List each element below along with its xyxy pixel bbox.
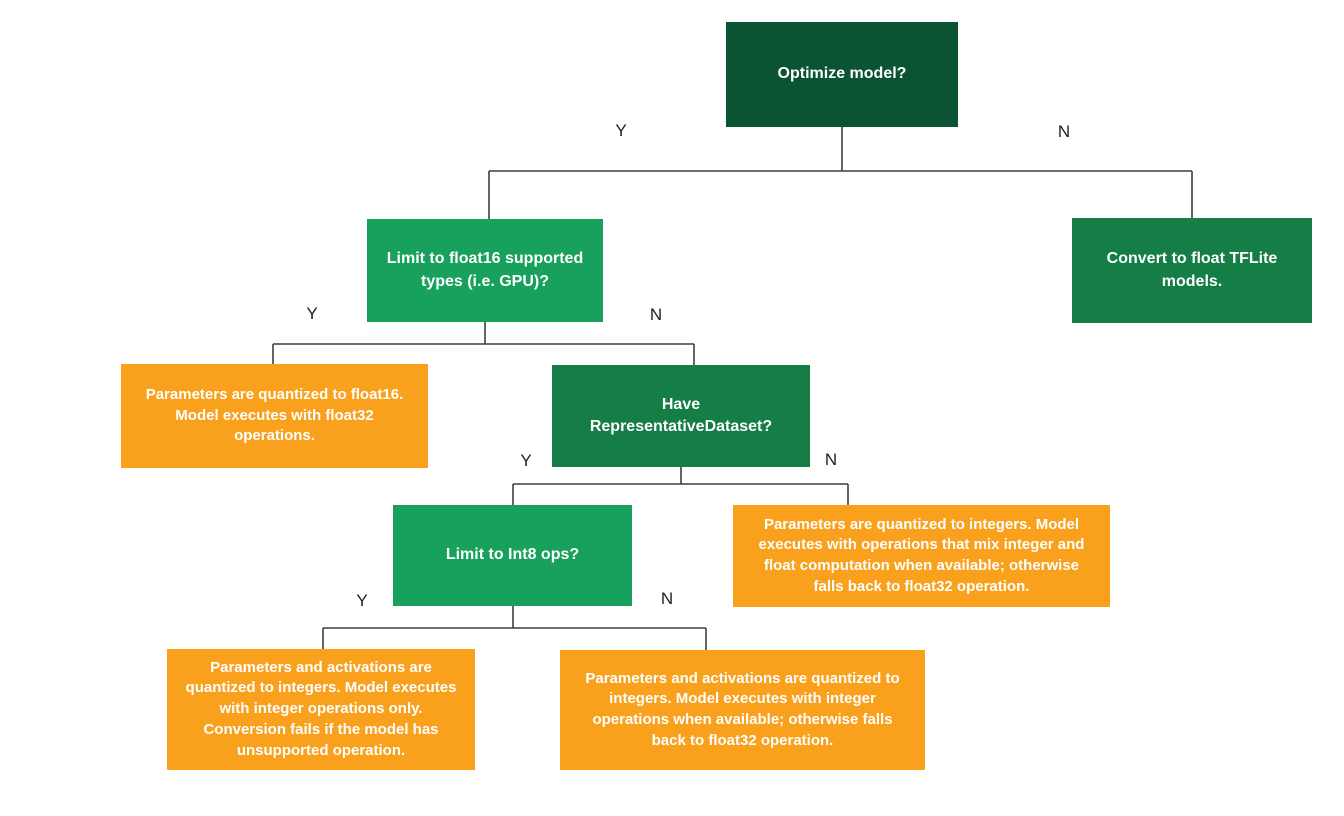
- node-have-representative-dataset: Have RepresentativeDataset?: [552, 365, 810, 467]
- edges-level-3: [512, 467, 849, 505]
- edges-level-4: [322, 606, 707, 650]
- node-label: Optimize model?: [777, 65, 907, 83]
- node-label: Limit to float16 supported types (i.e. G…: [386, 250, 584, 290]
- node-label: Parameters are quantized to float16. Mod…: [145, 385, 404, 445]
- node-label: Parameters and activations are quantized…: [585, 669, 900, 749]
- edges-level-2: [272, 322, 695, 365]
- edge-label-dataset-no: N: [824, 450, 838, 469]
- node-params-int-mixed: Parameters are quantized to integers. Mo…: [733, 505, 1110, 607]
- node-label: Have RepresentativeDataset?: [589, 395, 773, 435]
- node-convert-float-tflite: Convert to float TFLite models.: [1072, 218, 1312, 323]
- edge-label-optimize-no: N: [1057, 122, 1071, 141]
- node-params-int-fallback: Parameters and activations are quantized…: [560, 650, 925, 770]
- edges-level-1: [488, 127, 1193, 219]
- edge-label-int8-yes: Y: [356, 591, 368, 610]
- edge-label-int8-no: N: [660, 589, 674, 608]
- edge-label-optimize-yes: Y: [615, 121, 627, 140]
- node-limit-int8-ops: Limit to Int8 ops?: [393, 505, 632, 606]
- edge-label-float16-yes: Y: [306, 304, 318, 323]
- node-label: Limit to Int8 ops?: [445, 546, 580, 564]
- node-label: Convert to float TFLite models.: [1106, 250, 1278, 290]
- node-label: Parameters are quantized to integers. Mo…: [758, 515, 1085, 595]
- node-params-float16: Parameters are quantized to float16. Mod…: [121, 364, 428, 468]
- edge-label-dataset-yes: Y: [520, 451, 532, 470]
- node-optimize-model: Optimize model?: [726, 22, 958, 127]
- edge-label-float16-no: N: [649, 305, 663, 324]
- node-limit-float16: Limit to float16 supported types (i.e. G…: [367, 219, 603, 322]
- node-params-int-only: Parameters and activations are quantized…: [167, 649, 475, 770]
- node-label: Parameters and activations are quantized…: [185, 658, 457, 759]
